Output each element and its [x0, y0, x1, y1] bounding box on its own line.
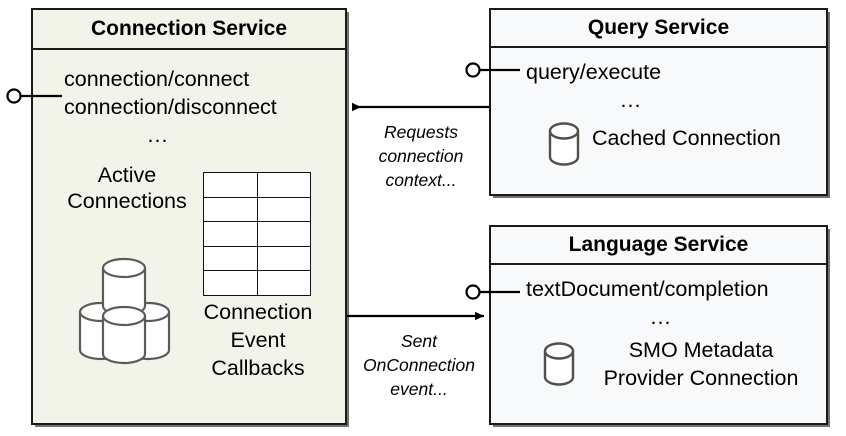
- language-service-resource-label-line2: Provider Connection: [603, 366, 799, 390]
- connection-service-body: connection/connect connection/disconnect…: [33, 50, 345, 425]
- operation-connection-connect[interactable]: connection/connect: [64, 67, 250, 91]
- active-connections-label-line2: Connections: [67, 189, 187, 213]
- edge-label-query-to-connection-line2: connection: [378, 146, 464, 166]
- language-service-ellipsis: ...: [650, 305, 672, 329]
- operation-textdocument-completion[interactable]: textDocument/completion: [526, 277, 769, 301]
- callbacks-label-line2: Event: [230, 328, 286, 352]
- edge-label-connection-to-language-line3: event...: [390, 379, 448, 399]
- connection-service-ellipsis: ...: [147, 123, 169, 147]
- table-cell: [203, 270, 258, 296]
- callbacks-label-line3: Callbacks: [211, 356, 305, 380]
- language-service-title: Language Service: [491, 227, 826, 265]
- table-row: [203, 221, 311, 247]
- table-cell: [203, 221, 258, 247]
- connection-service-title: Connection Service: [33, 10, 345, 50]
- connection-event-callbacks-table[interactable]: [203, 172, 311, 296]
- table-row: [203, 172, 311, 198]
- query-service-title: Query Service: [491, 10, 826, 48]
- table-cell: [203, 196, 258, 223]
- language-service-resource-label-line1: SMO Metadata: [628, 338, 774, 362]
- table-cell: [256, 270, 311, 296]
- table-cell: [256, 245, 311, 272]
- edge-label-connection-to-language-line1: Sent: [401, 331, 437, 351]
- table-cell: [203, 245, 258, 272]
- table-cell: [203, 172, 258, 198]
- table-cell: [256, 196, 311, 223]
- callbacks-label-line1: Connection: [203, 300, 313, 324]
- database-cluster-icon: [51, 250, 191, 370]
- component-connection-service[interactable]: Connection Service connection/connect co…: [31, 8, 347, 425]
- database-cylinder-icon: [546, 120, 586, 173]
- edge-label-connection-to-language-line2: OnConnection: [363, 355, 475, 375]
- operation-query-execute[interactable]: query/execute: [526, 60, 662, 84]
- database-cylinder-icon: [541, 340, 581, 393]
- table-cell: [256, 172, 311, 198]
- table-row: [203, 196, 311, 223]
- table-row: [203, 245, 311, 272]
- language-service-body: textDocument/completion ... SMO Metadata…: [491, 265, 826, 423]
- query-service-ellipsis: ...: [620, 88, 642, 112]
- query-service-resource-label: Cached Connection: [592, 126, 781, 150]
- table-row: [203, 270, 311, 296]
- operation-connection-disconnect[interactable]: connection/disconnect: [64, 95, 277, 119]
- table-cell: [256, 221, 311, 247]
- edge-label-query-to-connection-line1: Requests: [384, 122, 458, 142]
- component-query-service[interactable]: Query Service query/execute ... Cached C…: [489, 8, 828, 196]
- query-service-body: query/execute ... Cached Connection: [491, 48, 826, 194]
- component-language-service[interactable]: Language Service textDocument/completion…: [489, 225, 828, 425]
- edge-label-query-to-connection-line3: context...: [385, 170, 457, 190]
- active-connections-label-line1: Active: [97, 163, 157, 187]
